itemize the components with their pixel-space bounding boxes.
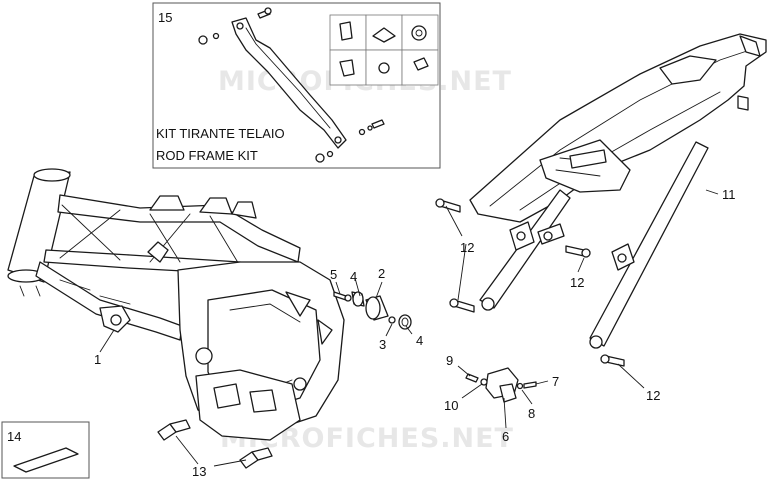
washer-part-8	[516, 382, 524, 390]
washer-part-10	[480, 378, 488, 386]
callout-5: 5	[330, 267, 337, 282]
main-frame-drawing	[7, 168, 345, 441]
callout-11: 11	[722, 187, 736, 202]
callout-12-a: 12	[460, 240, 474, 255]
callout-12-c: 12	[570, 275, 584, 290]
kit-box-border	[152, 2, 441, 169]
callout-13: 13	[192, 464, 206, 479]
pad-part-14	[13, 447, 79, 473]
kit-title-english: ROD FRAME KIT	[156, 148, 258, 163]
clip-icon	[339, 21, 353, 41]
callout-8: 8	[528, 406, 535, 421]
nut-icon	[198, 35, 208, 45]
washer-part-3	[388, 316, 396, 324]
box-14-number: 14	[7, 429, 21, 444]
washer-icon	[378, 62, 390, 74]
callout-4-upper: 4	[350, 269, 357, 284]
clamp-icon	[372, 27, 396, 43]
callout-6: 6	[502, 429, 509, 444]
kit-title-italian: KIT TIRANTE TELAIO	[156, 126, 285, 141]
callout-4-lower: 4	[416, 333, 423, 348]
rod-bracket-drawing	[198, 7, 385, 163]
bush-part-4-lower	[398, 314, 412, 330]
nut-icon	[411, 25, 427, 41]
box-14: 14	[1, 421, 90, 479]
callout-1: 1	[94, 352, 101, 367]
kit-box-15: 15 KIT TIRANTE TELAIO ROD FRAME KIT	[152, 2, 441, 169]
screw-icon	[413, 57, 429, 71]
callout-12-d: 12	[646, 388, 660, 403]
box-14-border	[1, 421, 90, 479]
clip-icon	[339, 59, 355, 77]
bolts-13	[157, 419, 273, 469]
leader-lines	[99, 189, 719, 467]
kit-box-number: 15	[158, 10, 172, 25]
callout-numbers: 1 2 3 4 4 5 6 7 8 9 10 11 12 12 12 12 13	[94, 187, 736, 479]
callout-2: 2	[378, 266, 385, 281]
screw-part-7	[523, 381, 537, 389]
sensor-assembly-drawing	[465, 367, 537, 403]
callout-9: 9	[446, 353, 453, 368]
screw-part-9	[465, 373, 479, 383]
kit-fastener-grid	[329, 14, 439, 86]
bushing-parts	[333, 291, 412, 330]
callout-7: 7	[552, 374, 559, 389]
callout-3: 3	[379, 337, 386, 352]
rear-subframe-drawing	[435, 33, 767, 367]
callout-10: 10	[444, 398, 458, 413]
